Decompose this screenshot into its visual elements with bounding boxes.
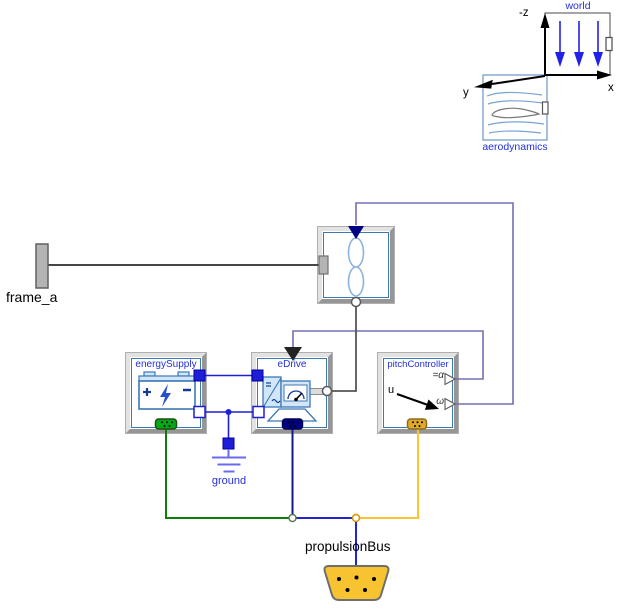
pitch-controller-label: pitchController [387, 359, 449, 370]
e-drive-flange[interactable] [321, 385, 333, 397]
coordinate-axes-icon [474, 13, 612, 89]
e-drive-bus-port[interactable] [281, 418, 304, 430]
wire-junction-dot [225, 409, 232, 415]
rotor-speed-input-icon[interactable] [348, 226, 364, 239]
bus-trunk-connection[interactable] [296, 517, 357, 567]
propulsion-bus-label: propulsionBus [305, 539, 391, 554]
energy-supply-label: energySupply [135, 359, 197, 370]
e-drive-label: eDrive [277, 359, 307, 370]
y-axis-label: y [463, 87, 469, 99]
ground-pin[interactable] [222, 437, 235, 450]
airfoil-shape [491, 107, 541, 119]
motor-inverter-icon [262, 376, 328, 422]
frame-a-connector[interactable] [35, 243, 319, 289]
omega-output-port[interactable] [444, 397, 457, 411]
world-component[interactable] [474, 12, 613, 89]
energy-supply-bus-port[interactable] [154, 418, 178, 430]
aerodynamics-label: aerodynamics [482, 141, 548, 153]
omega-output-label: ω [436, 396, 444, 407]
energy-supply-bus-connection[interactable] [165, 429, 289, 519]
e-drive-pin-p[interactable] [251, 369, 264, 382]
rotor-frame-pin[interactable] [318, 255, 329, 275]
world-label: world [565, 0, 591, 12]
alpha-signal-connection[interactable] [292, 330, 484, 380]
aerodynamics-component[interactable] [482, 74, 549, 141]
omega-signal-connection[interactable] [355, 202, 514, 405]
bus-junction-left[interactable] [288, 513, 297, 523]
ground-component[interactable] [212, 437, 246, 473]
propeller-icon [347, 237, 365, 297]
propulsion-bus-connector[interactable] [323, 565, 390, 601]
shaft-connection[interactable] [321, 296, 362, 397]
gravity-arrows-icon [555, 21, 603, 67]
aerodynamics-frame-connector[interactable] [541, 101, 549, 115]
e-drive-pin-n[interactable] [252, 405, 265, 419]
neg-z-axis-label: -z [519, 7, 529, 19]
energy-supply-pin-p[interactable] [193, 369, 206, 382]
electrical-connections[interactable] [193, 369, 265, 438]
world-frame-connector[interactable] [605, 36, 613, 52]
ground-label: ground [211, 475, 247, 487]
controller-arrow-icon [396, 393, 439, 410]
pitch-controller-bus-port[interactable] [406, 418, 428, 430]
bus-junction-right[interactable] [351, 513, 361, 523]
rotor-flange[interactable] [350, 296, 362, 308]
u-input-label: u [388, 384, 395, 396]
alpha-output-label: =α [432, 370, 444, 381]
pitch-controller-bus-connection[interactable] [360, 429, 419, 519]
energy-supply-pin-n[interactable] [193, 405, 206, 419]
alpha-output-port[interactable] [444, 372, 457, 386]
x-axis-label: x [608, 82, 614, 94]
frame-a-label: frame_a [6, 289, 58, 305]
e-drive-input-icon[interactable] [284, 347, 302, 361]
